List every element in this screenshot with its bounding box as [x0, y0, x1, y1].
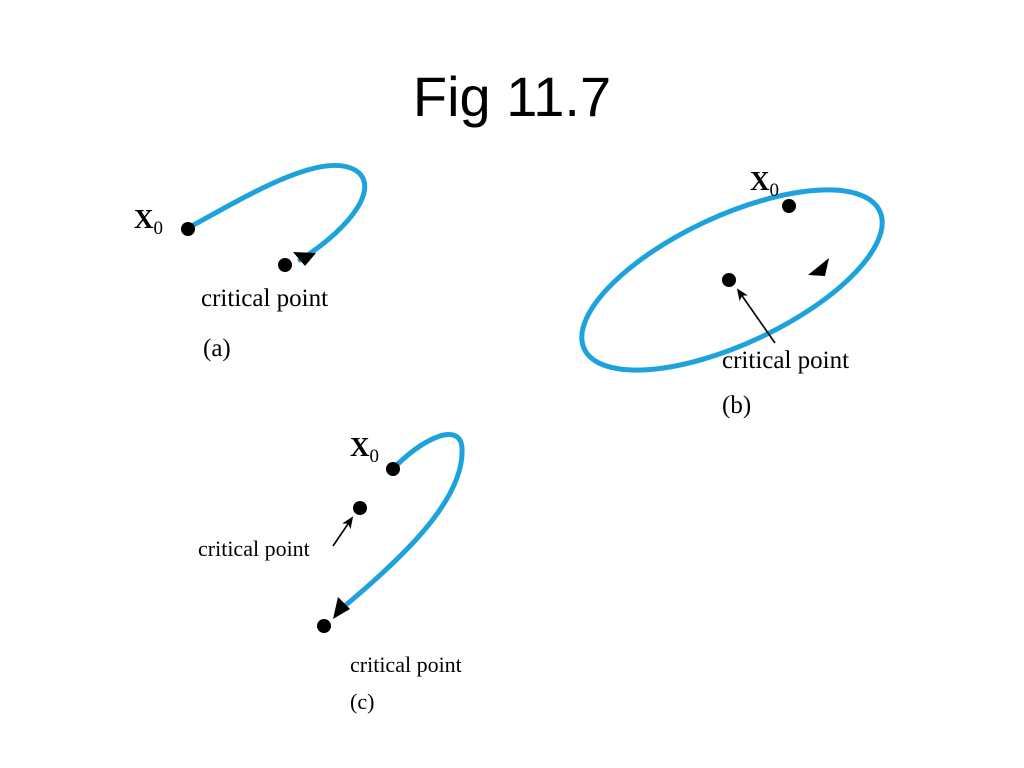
panel-c-trajectory-arrowhead: [333, 597, 350, 619]
panel-a-trajectory: [185, 162, 368, 263]
panel-a-critical-label: critical point: [201, 285, 328, 312]
panel-b-trajectory: [579, 187, 885, 373]
panel-b-pointer-arrow: [736, 288, 776, 344]
panel-b-trajectory-arrowhead: [808, 258, 829, 276]
panel-c: X0 critical point critical point (c): [198, 432, 465, 714]
panel-c-pointer-arrow: [332, 516, 354, 547]
panel-b-critical-point: [722, 273, 736, 287]
panel-c-x0-label: X0: [350, 432, 379, 467]
panel-b-x0-point: [782, 199, 796, 213]
panel-a-caption: (a): [203, 335, 231, 362]
panel-a-x0-point: [181, 222, 195, 236]
panel-b-x0-label: X0: [750, 166, 779, 201]
panel-b-critical-label: critical point: [722, 347, 849, 374]
panel-a-x0-label: X0: [134, 204, 163, 239]
panel-b-caption: (b): [722, 392, 751, 419]
panel-b: X0 critical point (b): [579, 166, 885, 419]
panel-a-critical-point: [278, 258, 292, 272]
slide-title: Fig 11.7: [412, 65, 612, 128]
panel-a-trajectory-arrowhead: [293, 252, 316, 266]
panel-c-critical-point-end: [317, 619, 331, 633]
panel-a: X0 critical point (a): [134, 162, 368, 362]
panel-c-critical-label-center: critical point: [198, 536, 310, 561]
panel-c-critical-point-center: [353, 501, 367, 515]
panel-c-trajectory: [337, 432, 465, 613]
panel-c-caption: (c): [350, 689, 374, 714]
panel-c-x0-point: [386, 462, 400, 476]
panel-c-critical-label-end: critical point: [350, 652, 462, 677]
